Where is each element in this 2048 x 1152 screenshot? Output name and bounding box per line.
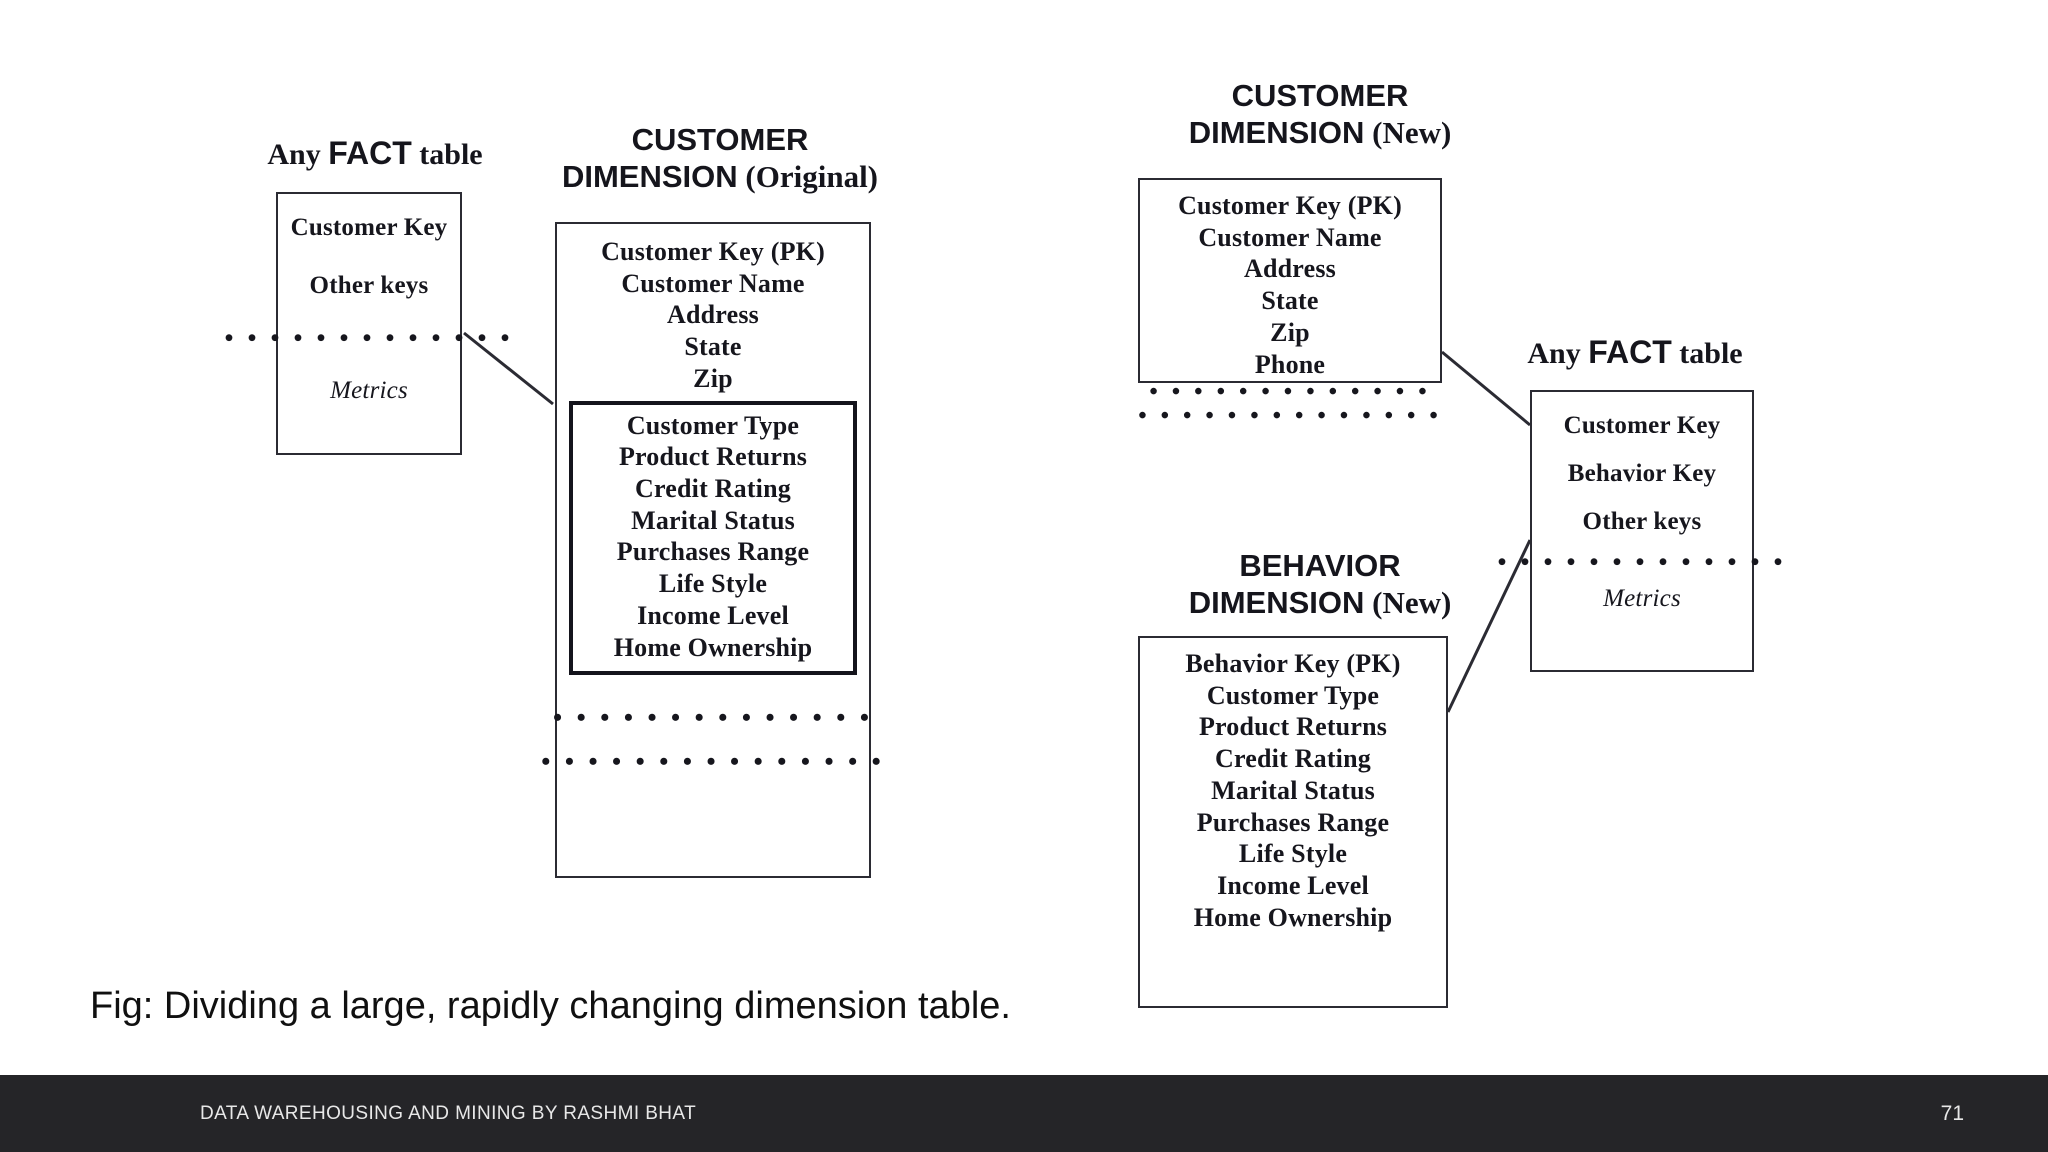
cust-orig-hl-field-0: Customer Type bbox=[626, 410, 800, 440]
cust-orig-hl-field-4: Purchases Range bbox=[616, 537, 810, 567]
behavior-field-2: Product Returns bbox=[1198, 712, 1388, 742]
fact-right-title-bold: FACT bbox=[1588, 334, 1672, 370]
fact-left-field-1: Other keys bbox=[309, 272, 429, 299]
cust-new-dots-1: • • • • • • • • • • • • • bbox=[1149, 379, 1431, 406]
cust-orig-hl-field-6: Income Level bbox=[637, 600, 789, 630]
fact-right-box[interactable]: Customer Key Behavior Key Other keys • •… bbox=[1498, 390, 1782, 672]
behavior-title-bold: DIMENSION bbox=[1188, 584, 1365, 620]
cust-new-title-tail: (New) bbox=[1364, 114, 1452, 150]
cust-new-field-2: Address bbox=[1244, 254, 1336, 284]
footer-page-number: 71 bbox=[1940, 1101, 1964, 1125]
customer-dimension-original-title-line2: DIMENSION (Original) bbox=[520, 159, 920, 196]
behavior-field-4: Marital Status bbox=[1211, 775, 1375, 805]
customer-dimension-original-title-line1: CUSTOMER bbox=[631, 122, 809, 157]
cust-new-dots-2: • • • • • • • • • • • • • • bbox=[1138, 403, 1442, 430]
fact-left-title-tail: table bbox=[411, 138, 483, 171]
cust-orig-field-0: Customer Key (PK) bbox=[601, 237, 825, 266]
behavior-field-7: Income Level bbox=[1217, 871, 1369, 901]
cust-new-field-0: Customer Key (PK) bbox=[1178, 191, 1402, 220]
cust-new-field-4: Zip bbox=[1270, 317, 1310, 347]
fact-right-title: Any FACT table bbox=[1490, 334, 1780, 372]
cust-orig-hl-field-7: Home Ownership bbox=[613, 632, 813, 662]
fact-right-field-1: Behavior Key bbox=[1567, 460, 1717, 487]
fact-left-box[interactable]: Customer Key Other keys • • • • • • • • … bbox=[225, 192, 509, 455]
behavior-dimension-new-title: BEHAVIOR DIMENSION (New) bbox=[1130, 548, 1510, 621]
cust-new-field-3: State bbox=[1261, 286, 1319, 316]
fact-right-field-0: Customer Key bbox=[1563, 412, 1721, 439]
cust-orig-field-1: Customer Name bbox=[621, 268, 805, 298]
cust-orig-dots-1: • • • • • • • • • • • • • • bbox=[553, 703, 873, 733]
cust-orig-title-tail: (Original) bbox=[737, 158, 879, 194]
behavior-field-8: Home Ownership bbox=[1193, 902, 1393, 932]
customer-dimension-new-box[interactable]: Customer Key (PK) Customer Name Address … bbox=[1138, 178, 1442, 428]
fact-left-title-plain: Any bbox=[267, 138, 329, 171]
behavior-field-3: Credit Rating bbox=[1215, 744, 1371, 774]
fact-left-title-bold: FACT bbox=[328, 135, 412, 171]
cust-orig-hl-field-2: Credit Rating bbox=[635, 474, 791, 504]
cust-orig-hl-field-5: Life Style bbox=[658, 569, 768, 599]
cust-orig-title-bold: DIMENSION bbox=[561, 158, 738, 194]
behavior-field-1: Customer Type bbox=[1206, 680, 1380, 710]
behavior-dimension-new-box[interactable]: Behavior Key (PK) Customer Type Product … bbox=[1138, 636, 1448, 1008]
fact-left-field-0: Customer Key bbox=[290, 214, 448, 241]
behavior-title-tail: (New) bbox=[1364, 584, 1452, 620]
fact-right-title-plain: Any bbox=[1527, 337, 1589, 370]
fact-left-title: Any FACT table bbox=[240, 135, 510, 173]
cust-new-field-1: Customer Name bbox=[1198, 222, 1382, 252]
cust-orig-dots-2: • • • • • • • • • • • • • • • bbox=[541, 747, 885, 777]
cust-orig-hl-field-1: Product Returns bbox=[618, 442, 808, 472]
customer-dimension-original-box[interactable]: Customer Key (PK) Customer Name Address … bbox=[541, 222, 881, 878]
footer-course-title: DATA WAREHOUSING AND MINING BY RASHMI BH… bbox=[200, 1102, 697, 1124]
cust-orig-field-2: Address bbox=[667, 300, 759, 330]
cust-new-field-5: Phone bbox=[1254, 349, 1326, 379]
customer-dimension-new-title-line2: DIMENSION (New) bbox=[1130, 115, 1510, 152]
fact-left-metrics: Metrics bbox=[330, 377, 408, 404]
fact-right-field-2: Other keys bbox=[1582, 508, 1702, 535]
customer-dimension-original-highlight-box[interactable]: Customer Type Product Returns Credit Rat… bbox=[569, 400, 857, 676]
behavior-field-6: Life Style bbox=[1238, 839, 1348, 869]
customer-dimension-new-title: CUSTOMER DIMENSION (New) bbox=[1130, 78, 1510, 151]
fact-left-dots: • • • • • • • • • • • • • bbox=[224, 325, 514, 352]
slide-footer: DATA WAREHOUSING AND MINING BY RASHMI BH… bbox=[0, 1075, 2048, 1152]
behavior-dimension-new-title-line1: BEHAVIOR bbox=[1239, 548, 1401, 583]
cust-orig-field-3: State bbox=[684, 332, 742, 362]
figure-caption: Fig: Dividing a large, rapidly changing … bbox=[90, 985, 1011, 1027]
behavior-field-0: Behavior Key (PK) bbox=[1185, 649, 1401, 678]
fact-right-title-tail: table bbox=[1671, 337, 1743, 370]
behavior-dimension-new-title-line2: DIMENSION (New) bbox=[1130, 585, 1510, 622]
customer-dimension-original-title: CUSTOMER DIMENSION (Original) bbox=[520, 122, 920, 195]
customer-dimension-new-title-line1: CUSTOMER bbox=[1231, 78, 1409, 113]
cust-new-title-bold: DIMENSION bbox=[1188, 114, 1365, 150]
fact-right-dots: • • • • • • • • • • • • • bbox=[1497, 549, 1787, 576]
cust-orig-field-4: Zip bbox=[693, 363, 733, 393]
behavior-field-5: Purchases Range bbox=[1196, 807, 1390, 837]
fact-right-metrics: Metrics bbox=[1603, 585, 1681, 612]
cust-orig-hl-field-3: Marital Status bbox=[631, 505, 795, 535]
